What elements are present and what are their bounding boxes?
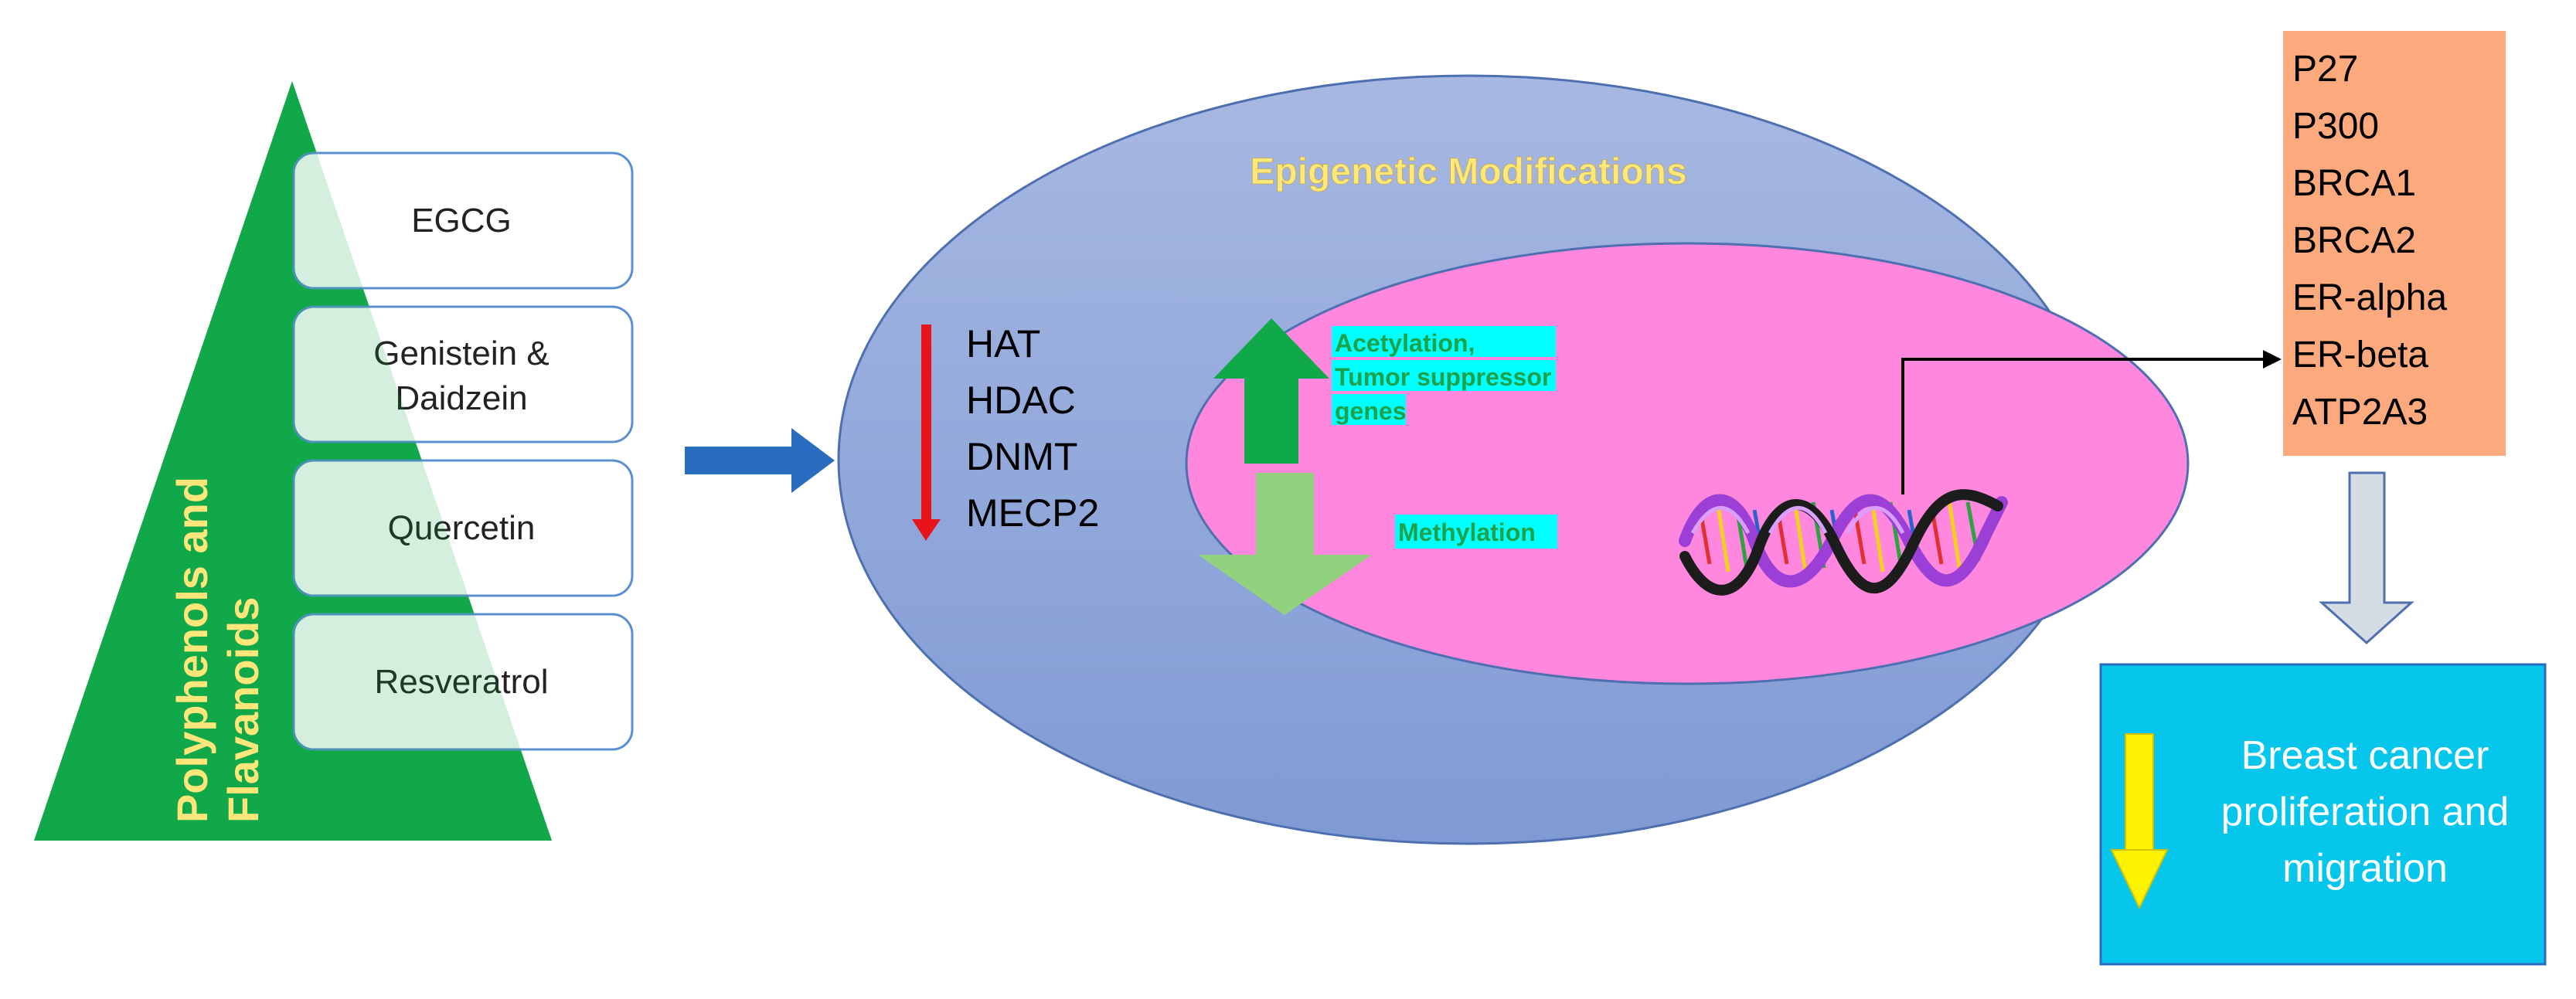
- compound-label-egcg: EGCG: [411, 202, 512, 240]
- dna-helix-icon: [1679, 489, 2008, 596]
- pyramid-label-line2: Flavanoids: [219, 596, 267, 823]
- acetylation-label-line1: Acetylation,: [1335, 329, 1475, 357]
- compound-box-genistein: Genistein & Daidzein: [292, 305, 634, 443]
- epigenetic-region: Epigenetic Modifications HAT HDAC DNMT M…: [837, 74, 2282, 845]
- acetylation-label-line3: genes: [1335, 397, 1406, 425]
- methylation-label-text: Methylation: [1398, 518, 1536, 546]
- compound-label-resveratrol: Resveratrol: [375, 663, 549, 701]
- compound-box-quercetin: Quercetin: [292, 459, 634, 597]
- connector-arrowhead-icon: [2263, 350, 2282, 369]
- connector-line: [1901, 358, 2265, 494]
- gene-p300: P300: [2292, 106, 2379, 147]
- yellow-down-arrow-icon: [2110, 733, 2169, 910]
- gene-brca2: BRCA2: [2292, 220, 2416, 261]
- pyramid-overlay: [34, 81, 552, 841]
- epigenetic-title: Epigenetic Modifications: [1250, 151, 1686, 192]
- pyramid-label: Polyphenols and Flavanoids: [168, 477, 267, 823]
- gene-p27: P27: [2292, 49, 2358, 90]
- red-down-arrow-icon: [912, 325, 941, 541]
- acetylation-label: Acetylation, Tumor suppressor genes: [1332, 326, 1556, 425]
- grey-down-arrow-icon: [2319, 471, 2414, 645]
- enzyme-list: HAT HDAC DNMT MECP2: [966, 322, 1099, 535]
- gene-er-alpha: ER-alpha: [2292, 277, 2447, 318]
- enzyme-hdac: HDAC: [966, 379, 1076, 422]
- pyramid-label-line1: Polyphenols and: [168, 477, 216, 823]
- gene-atp2a3: ATP2A3: [2292, 392, 2428, 433]
- enzyme-mecp2: MECP2: [966, 491, 1099, 535]
- lightgreen-down-arrow-icon: [1198, 473, 1372, 615]
- outcome-box: Breast cancer proliferation and migratio…: [2099, 663, 2547, 966]
- inner-ellipse: [1185, 242, 2190, 685]
- compound-label-daidzein: Daidzein: [395, 379, 527, 417]
- input-arrow-icon: [685, 428, 835, 493]
- outcome-line3: migration: [2282, 846, 2448, 891]
- methylation-label: Methylation: [1395, 515, 1557, 549]
- gene-er-beta: ER-beta: [2292, 335, 2428, 375]
- gene-brca1: BRCA1: [2292, 163, 2416, 204]
- green-up-arrow-icon: [1213, 318, 1329, 464]
- outcome-line1: Breast cancer: [2241, 733, 2489, 778]
- outcome-line2: proliferation and: [2221, 790, 2510, 834]
- enzyme-hat: HAT: [966, 322, 1040, 365]
- pyramid-group: EGCG Genistein & Daidzein Quercetin Resv…: [34, 81, 634, 841]
- gene-target-box: P27 P300 BRCA1 BRCA2 ER-alpha ER-beta AT…: [2283, 31, 2506, 456]
- enzyme-dnmt: DNMT: [966, 435, 1077, 478]
- compound-label-quercetin: Quercetin: [388, 509, 536, 547]
- compound-box-egcg: EGCG: [292, 151, 634, 290]
- compound-box-resveratrol: Resveratrol: [292, 613, 634, 751]
- compound-label-genistein: Genistein &: [373, 335, 549, 372]
- acetylation-label-line2: Tumor suppressor: [1335, 363, 1551, 391]
